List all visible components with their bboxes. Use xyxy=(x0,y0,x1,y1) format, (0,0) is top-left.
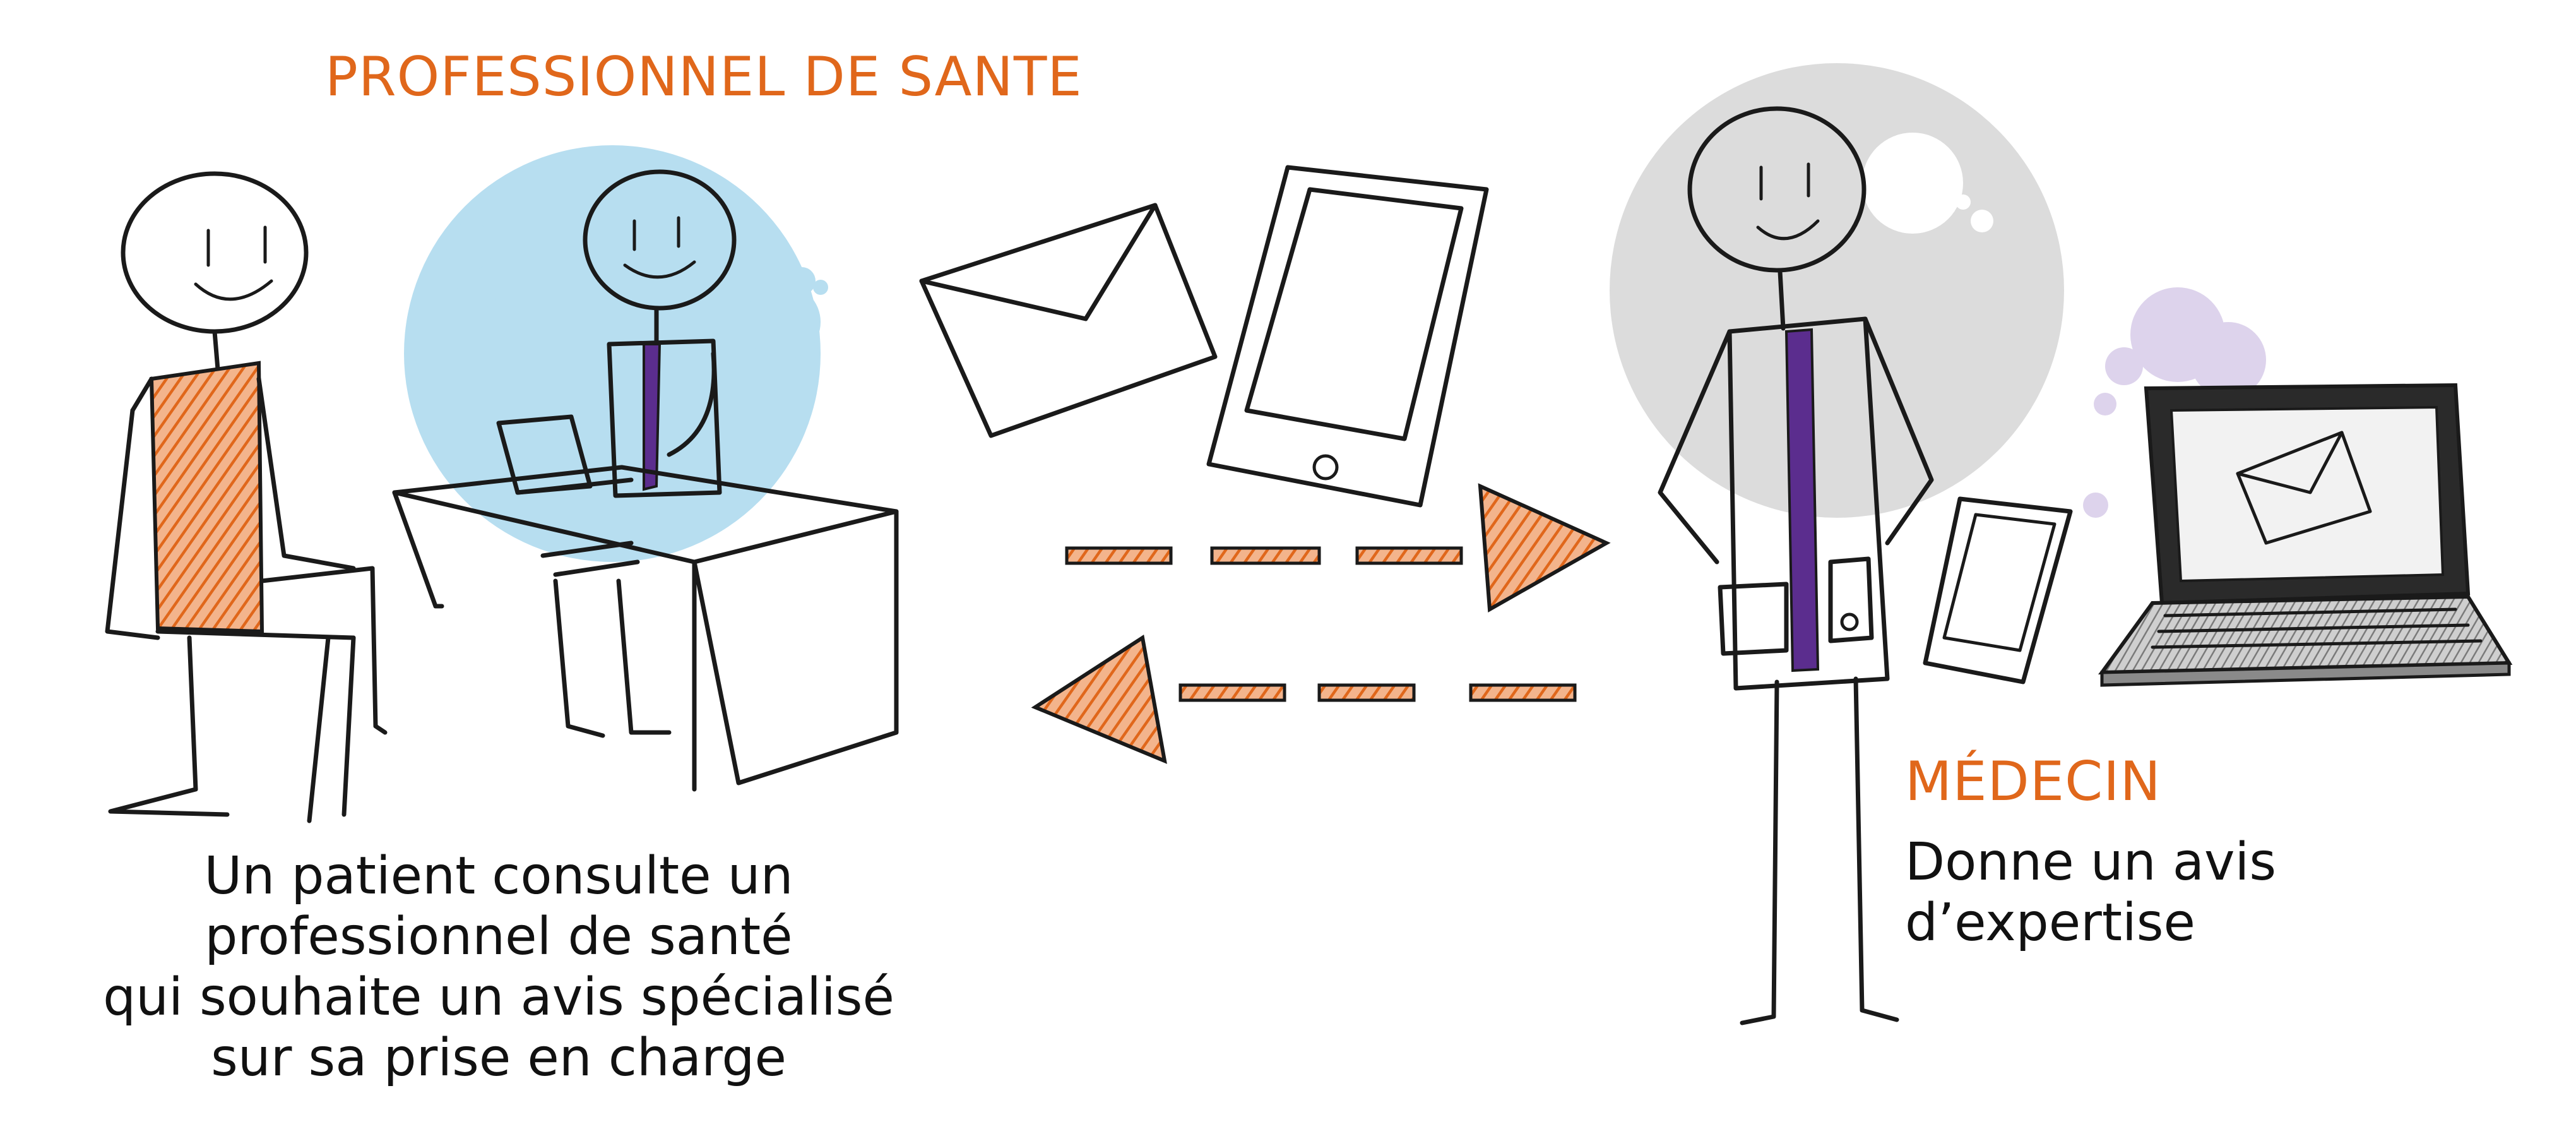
envelope-icon xyxy=(919,203,1218,438)
professional-title: PROFESSIONNEL DE SANTE xyxy=(325,45,1083,109)
doctor-figure xyxy=(1658,106,1934,1025)
professional-description-line: Un patient consulte un xyxy=(204,846,793,906)
professional-description-line: sur sa prise en charge xyxy=(211,1027,786,1088)
arrow-right-icon xyxy=(1065,483,1611,612)
doctor-description-line: d’expertise xyxy=(1905,892,2195,953)
professional-description-line: qui souhaite un avis spécialisé xyxy=(103,967,894,1027)
doctor-description: Donne un avis d’expertise xyxy=(1905,832,2410,953)
professional-description-line: professionnel de santé xyxy=(205,906,793,967)
patient-figure xyxy=(105,171,388,823)
purple-bubble xyxy=(2083,287,2266,518)
tablet-icon xyxy=(1206,165,1489,508)
professional-figure xyxy=(496,169,737,498)
arrow-left-icon xyxy=(1031,635,1577,764)
doctor-title: MÉDECIN xyxy=(1905,750,2161,813)
professional-description: Un patient consulte un professionnel de … xyxy=(63,846,934,1089)
blue-bubble xyxy=(404,145,828,562)
doctor-description-line: Donne un avis xyxy=(1905,832,2277,892)
gray-bubble xyxy=(1610,63,2064,518)
desk xyxy=(392,465,899,792)
phone-icon xyxy=(1923,496,2073,684)
laptop-icon xyxy=(2098,383,2513,687)
